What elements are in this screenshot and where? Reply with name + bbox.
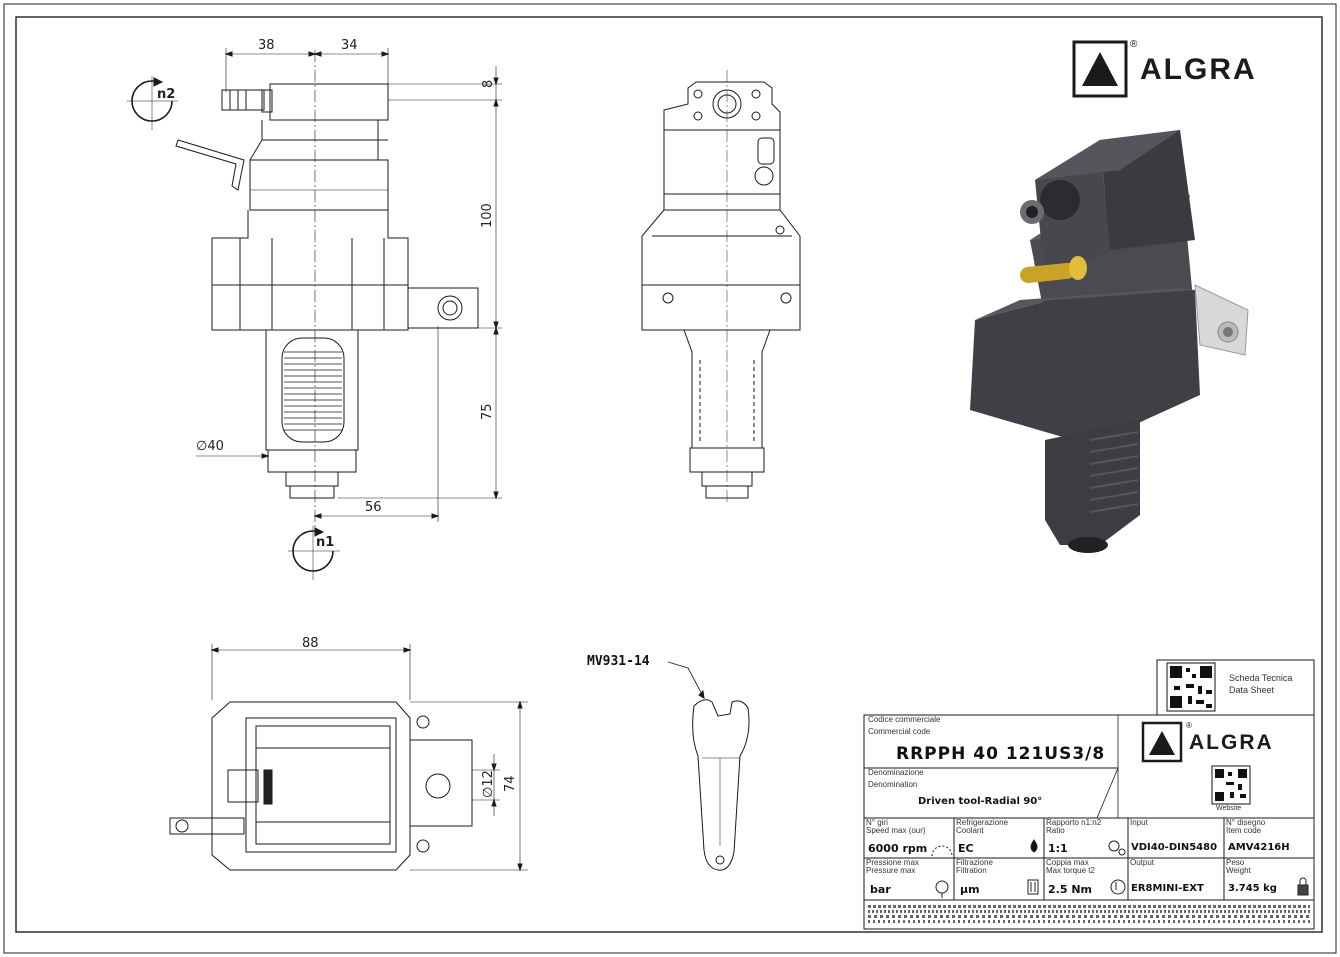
legal-fine-print — [868, 903, 1310, 927]
registered-mark-top: ® — [1130, 39, 1138, 50]
rotation-label-n2: n2 — [157, 87, 176, 102]
qr-datasheet[interactable] — [1166, 662, 1216, 712]
dimension-34: 34 — [341, 38, 358, 53]
wrench-drawing — [667, 661, 750, 871]
ratio-value: 1:1 — [1048, 842, 1068, 855]
top-view — [169, 644, 528, 872]
commercial-code-label-en: Commercial code — [868, 727, 931, 736]
front-view — [127, 48, 502, 580]
commercial-code: RRPPH 40 121US3/8 — [896, 744, 1106, 764]
title-block-icons — [931, 839, 1309, 898]
dimension-diameter-12: ∅12 — [481, 770, 496, 798]
title-block-grid — [863, 659, 1315, 930]
dimension-100: 100 — [480, 203, 495, 228]
brand-name-top: ALGRA — [1140, 53, 1257, 86]
filter-icon — [1027, 879, 1039, 895]
dimension-diameter-40: ∅40 — [196, 439, 224, 454]
output-value: ER8MINI-EXT — [1131, 883, 1204, 894]
speed-gauge-icon — [931, 845, 953, 857]
output-label: Output — [1130, 858, 1155, 867]
dimension-74: 74 — [503, 775, 518, 792]
denomination-value: Driven tool-Radial 90° — [918, 796, 1043, 807]
drawing-number-value: AMV4216H — [1228, 842, 1290, 853]
commercial-code-label-it: Codice commerciale — [868, 715, 941, 724]
denomination-label-it: Denominazione — [868, 768, 924, 777]
product-render — [970, 130, 1249, 553]
brand-name-title-block: ALGRA — [1189, 731, 1274, 754]
filtration-value: µm — [960, 883, 980, 896]
dimension-56: 56 — [365, 500, 382, 515]
pressure-value: bar — [870, 883, 891, 896]
weight-value: 3.745 kg — [1228, 883, 1277, 894]
logo-top — [1072, 40, 1128, 98]
torque-icon — [1110, 879, 1126, 895]
website-label: Website — [1216, 805, 1242, 812]
pressure-gauge-icon — [935, 880, 949, 898]
weight-lock-icon — [1297, 877, 1309, 896]
dimension-38: 38 — [258, 38, 275, 53]
rotation-label-n1: n1 — [316, 535, 335, 550]
dimension-88: 88 — [302, 636, 319, 651]
side-view — [641, 70, 801, 505]
registered-mark-title-block: ® — [1186, 721, 1192, 730]
torque-value: 2.5 Nm — [1048, 883, 1092, 896]
datasheet-label-en: Data Sheet — [1229, 685, 1275, 695]
input-value: VDI40-DIN5480 — [1131, 842, 1218, 853]
speed-value: 6000 rpm — [868, 842, 928, 855]
wrench-label: MV931-14 — [587, 654, 650, 669]
datasheet-label-it: Scheda Tecnica — [1229, 673, 1293, 683]
dimension-75: 75 — [480, 403, 495, 420]
qr-website[interactable] — [1211, 765, 1251, 805]
dimension-8: 8 — [481, 79, 496, 88]
coolant-value: EC — [958, 842, 974, 855]
denomination-label-en: Denomination — [868, 780, 918, 789]
logo-title-block — [1141, 721, 1183, 763]
coolant-drop-icon — [1030, 839, 1038, 853]
input-label: Input — [1130, 818, 1148, 827]
gears-icon — [1108, 840, 1126, 856]
